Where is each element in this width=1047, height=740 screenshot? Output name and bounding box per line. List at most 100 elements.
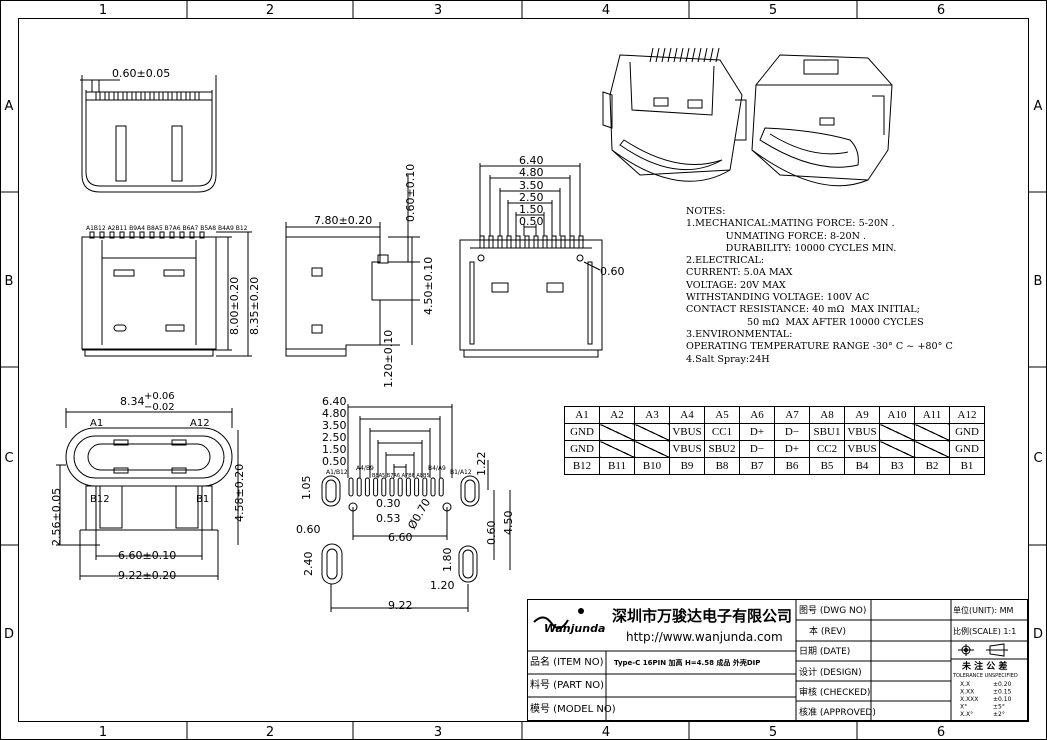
dim-fp-1-50: 1.50 [322,443,347,456]
contact-pin [679,47,684,63]
contact-pin [189,231,195,239]
pin-table-cell: D+ [739,423,775,441]
contact-pin [109,231,115,239]
dim-front-pins: A1B12 A2B11 B9A4 B8A5 B7A6 B6A7 B5A8 B4A… [86,225,248,232]
contact-pin [569,235,575,249]
dim-front-h1: 8.00±0.20 [228,277,241,335]
pin-table-cell: A11 [914,406,950,424]
contact-pin [167,91,173,101]
note-line: OPERATING TEMPERATURE RANGE -30° C ~ +80… [686,341,953,353]
fp-label-b4a9: B4/A9 [428,465,446,472]
fp-label-a4b9: A4/B9 [356,465,374,472]
row-label: B [1034,274,1043,289]
contact-pin [655,47,660,63]
dim-rear-hole: 0.60 [600,265,625,278]
row-label: C [1033,451,1042,466]
bottom-view [56,408,239,580]
pin-table-cell: VBUS [844,440,880,458]
smt-pad [381,477,387,497]
contact-pin [649,47,654,63]
dim-side-t1: 0.60±0.10 [404,164,417,222]
contact-pin [159,231,165,239]
note-line: NOTES: [686,206,726,217]
contact-pin [479,235,485,249]
pin-label-a12: A12 [190,418,210,429]
contact-pin [524,235,530,249]
contact-pin [149,231,155,239]
dim-fp-0-60-left: 0.60 [296,523,321,536]
pin-table-cell: A3 [634,406,670,424]
row-label: C [4,451,13,466]
note-line: CONTACT RESISTANCE: 40 mΩ MAX INITIAL; [686,304,920,316]
dim-top-pitch: 0.60±0.05 [112,67,170,80]
scale-label: 比例(SCALE) 1:1 [953,626,1016,636]
notes-block: NOTES:1.MECHANICAL:MATING FORCE: 5-20N .… [686,206,1026,366]
pin-table-cell: SBU1 [809,423,845,441]
date-label: 日期 (DATE) [799,646,850,657]
pin-table-cell: GND [949,440,985,458]
pin-table-cell: B11 [599,457,635,475]
logo-text: Wanjunda [544,622,605,635]
pin-table-cell: A10 [879,406,915,424]
tolerance-value: ±0.10 [993,696,1012,703]
smt-pad [430,477,436,497]
contact-pin [661,47,666,63]
tolerance-key: X.X° [960,711,973,718]
note-line: VOLTAGE: 20V MAX [686,279,786,291]
col-label: 1 [99,725,107,740]
pin-label-b1: B1 [196,494,209,505]
contact-pin [95,91,101,101]
pin-table-cell: B1 [949,457,985,475]
dim-fp-0-60-right: 0.60 [485,521,498,546]
col-label: 2 [266,3,274,18]
tolerance-key: X.XX [960,689,974,696]
note-line: 3.ENVIRONMENTAL: [686,328,793,340]
tolerance-value: ±0.20 [993,681,1012,688]
contact-pin [119,231,125,239]
tolerance-value: ±0.15 [993,689,1012,696]
row-label: A [1034,99,1043,114]
row-label: A [5,99,14,114]
dim-fp-6-60: 6.60 [388,531,413,544]
pin-table-cell: A2 [599,406,635,424]
contact-pin [533,235,539,249]
iso-view-front [751,54,893,187]
pin-table-cell: B2 [914,457,950,475]
contact-pin [715,47,720,63]
contact-pin [122,91,128,101]
pin-table-cell: SBU2 [704,440,740,458]
dim-rear-1-50: 1.50 [519,203,544,216]
pin-table-cell: B6 [774,457,810,475]
smt-pad [356,477,362,497]
dim-fp-2-50: 2.50 [322,431,347,444]
contact-pin [551,235,557,249]
dim-fp-2-40: 2.40 [302,552,315,577]
dim-bottom-h-right: 4.58±0.20 [233,464,246,522]
contact-pin [89,231,95,239]
company-logo: Wanjunda [533,608,605,635]
contact-pin [129,231,135,239]
approved-label: 核准 (APPROVED) [799,706,876,718]
pin-table-cell: A4 [669,406,705,424]
contact-pin [199,231,205,239]
fp-label-mid: B8A5 B7A6 A7B6 A8B5 [372,473,430,479]
dim-rear-0-50: 0.50 [519,215,544,228]
dim-fp-0-30: 0.30 [376,497,401,510]
dim-rear-2-50: 2.50 [519,191,544,204]
col-label: 4 [602,725,610,740]
dim-bottom-w2: 9.22±0.20 [118,569,176,582]
contact-pin [667,47,672,63]
contact-pin [179,231,185,239]
pin-table-cell: CC1 [704,423,740,441]
tolerance-table: X.X±0.20X.XX±0.15X.XXX±0.10X°±5°X.X°±2° [960,681,1012,718]
smt-pad [422,477,428,497]
pin-table-cell [914,423,950,441]
contact-pin [542,235,548,249]
pin-table-cell [599,423,635,441]
dim-bottom-w1: 6.60±0.10 [118,549,176,562]
col-label: 1 [99,3,107,18]
dim-side-t3: 1.20±0.10 [382,330,395,388]
pin-table-cell: B3 [879,457,915,475]
